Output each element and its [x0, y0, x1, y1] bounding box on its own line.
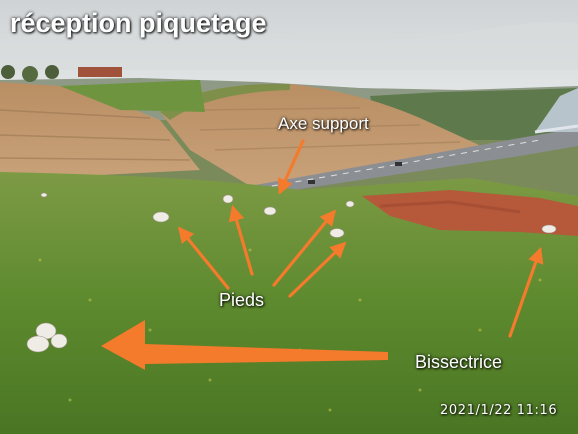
axe-support-arrow	[277, 139, 305, 195]
bissectrice-big-arrow	[101, 320, 388, 370]
photo-timestamp: 2021/1/22 11:16	[440, 403, 558, 418]
label-bissectrice: Bissectrice	[415, 352, 503, 372]
bridge	[535, 88, 578, 132]
label-axe-support: Axe support	[278, 114, 369, 133]
left-embankment	[0, 82, 200, 180]
photo-title: réception piquetage	[10, 8, 267, 38]
annotation-arrows	[177, 139, 544, 338]
stone-markers	[26, 192, 557, 353]
bissectrice-small-arrow	[508, 246, 544, 338]
pied-arrow-1	[177, 226, 230, 290]
pied-arrow-3	[272, 209, 337, 287]
label-pieds: Pieds	[219, 290, 265, 310]
soil-patch	[362, 190, 578, 236]
pied-arrow-2	[228, 204, 254, 276]
pied-arrow-4	[288, 241, 347, 298]
